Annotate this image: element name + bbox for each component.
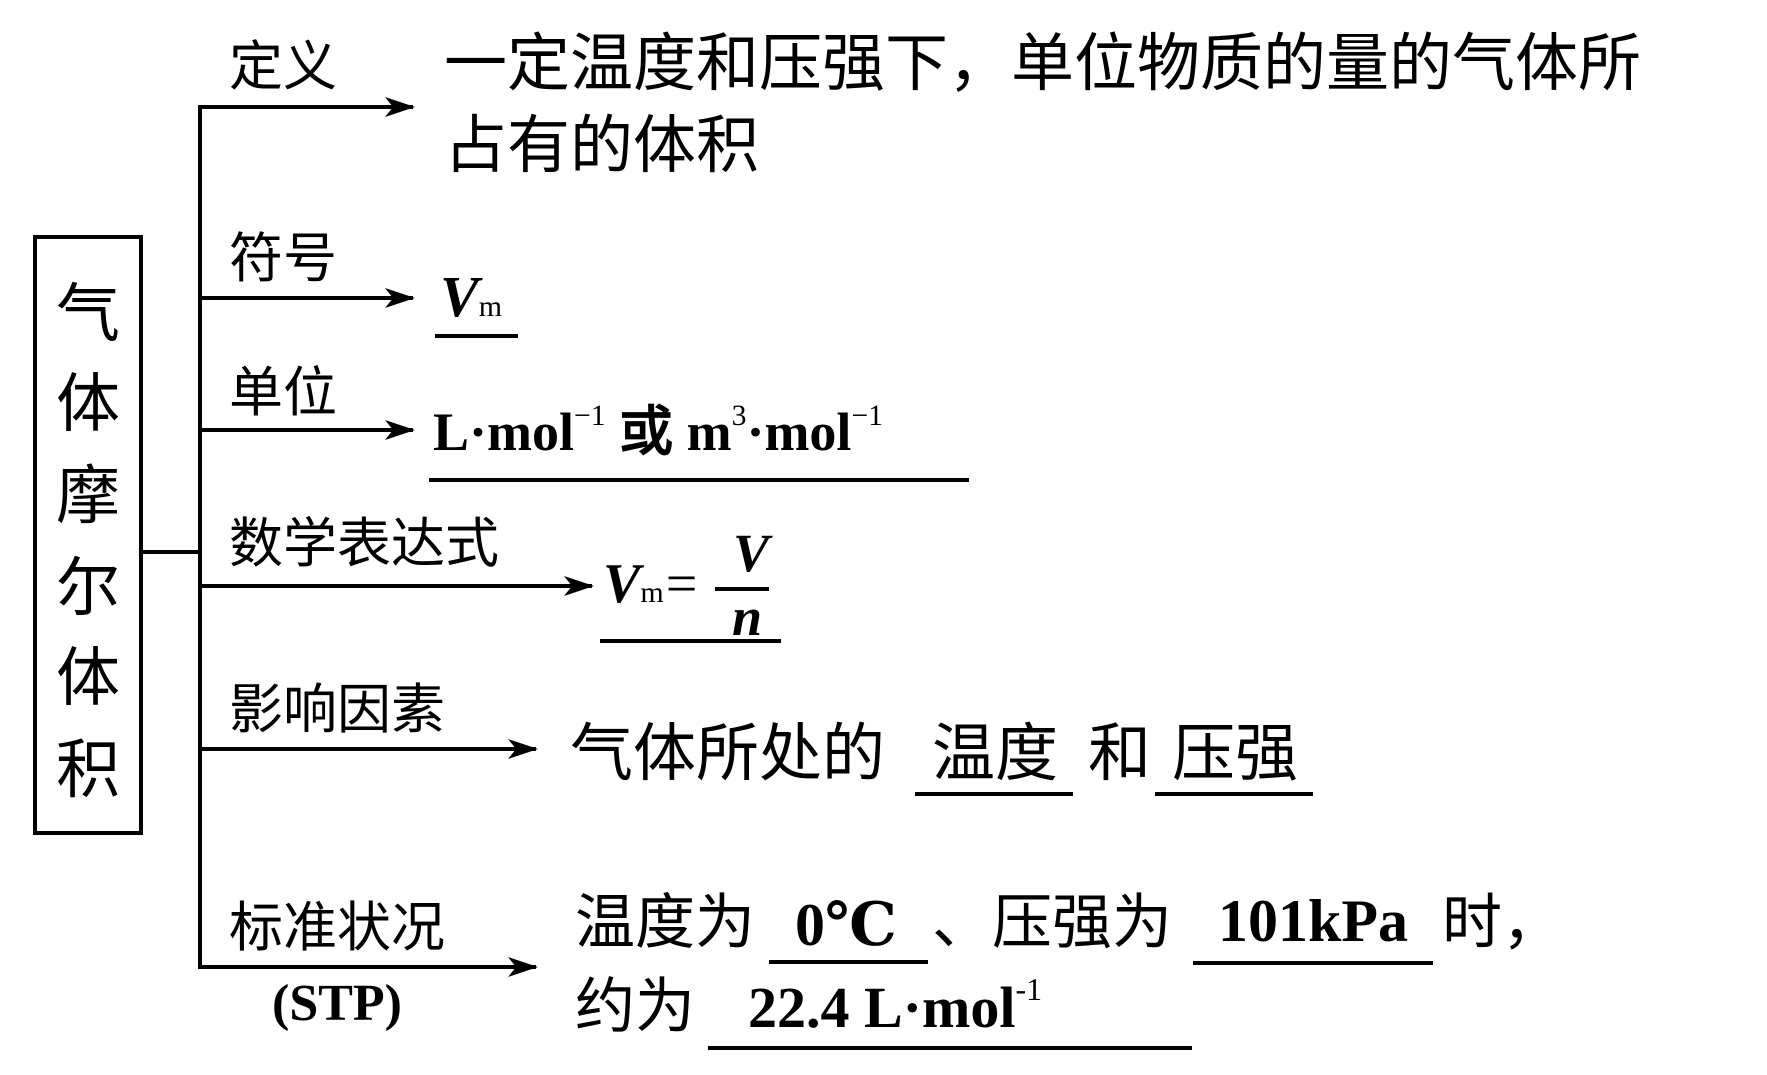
unit-connector: 或: [619, 399, 674, 463]
stp-line1-prefix: 温度为: [575, 888, 755, 958]
label-stp-abbrev: (STP): [272, 975, 402, 1032]
title-char: 积: [56, 734, 120, 808]
unit-answer: L·mol−1 或 m3·mol−1: [433, 401, 883, 462]
symbol-answer: Vm: [440, 268, 502, 326]
stp-molar-volume: 22.4 L·mol: [748, 975, 1016, 1040]
label-symbol: 符号: [229, 227, 337, 290]
symbol-sub: m: [478, 290, 503, 323]
unit-part2-rest-sup: −1: [851, 399, 884, 432]
stp-line1-suffix: 时，: [1442, 888, 1562, 958]
title-char: 气: [56, 278, 120, 352]
expression-numerator: V: [733, 523, 770, 583]
unit-part1-sup: −1: [574, 399, 606, 432]
stp-molar-volume-sup: -1: [1015, 971, 1043, 1007]
stp-underline-volume: [708, 1046, 1192, 1050]
expression-denominator: n: [732, 587, 763, 647]
factors-blank-1: 温度: [932, 717, 1058, 790]
factors-connector: 和: [1088, 717, 1151, 790]
title-char: 体: [56, 368, 120, 442]
fraction-bar: [715, 587, 769, 591]
expression-equals: =: [665, 553, 698, 615]
definition-line-2: 占有的体积: [444, 109, 759, 182]
expression-underline: [600, 639, 781, 643]
factors-underline-1: [915, 792, 1073, 796]
label-stp: 标准状况: [229, 896, 445, 959]
unit-part2-sup: 3: [731, 399, 747, 432]
factors-blank-2: 压强: [1172, 717, 1298, 790]
symbol-underline: [435, 334, 518, 338]
expression-lhs: Vm=: [603, 556, 697, 612]
unit-part2-rest: ·mol: [746, 402, 852, 462]
factors-prefix: 气体所处的: [570, 717, 885, 790]
factors-underline-2: [1155, 792, 1313, 796]
title-char: 摩: [56, 460, 120, 534]
stp-line1-sep: 、压强为: [932, 888, 1172, 958]
definition-line-1: 一定温度和压强下，单位物质的量的气体所: [444, 27, 1641, 100]
expression-lhs-main: V: [603, 553, 641, 615]
stp-line2-blank: 22.4 L·mol-1: [748, 973, 1042, 1037]
unit-part1: L·mol: [433, 402, 575, 462]
stp-line1-blank-2: 101kPa: [1218, 888, 1409, 954]
symbol-main: V: [440, 264, 479, 329]
expression-lhs-sub: m: [640, 576, 664, 609]
title-char: 体: [56, 642, 120, 716]
stp-line2-prefix: 约为: [575, 972, 695, 1042]
stp-underline-pressure: [1193, 961, 1433, 965]
label-unit: 单位: [229, 361, 337, 424]
stp-underline-temp: [769, 960, 928, 964]
stp-line1-blank-1: 0℃: [795, 892, 897, 958]
title-char: 尔: [56, 552, 120, 626]
label-definition: 定义: [229, 35, 337, 98]
title-box: 气 体 摩 尔 体 积: [33, 235, 143, 835]
unit-part2-base: m: [686, 402, 732, 462]
label-factors: 影响因素: [229, 678, 445, 741]
unit-underline: [429, 478, 969, 482]
label-expression: 数学表达式: [229, 512, 499, 575]
